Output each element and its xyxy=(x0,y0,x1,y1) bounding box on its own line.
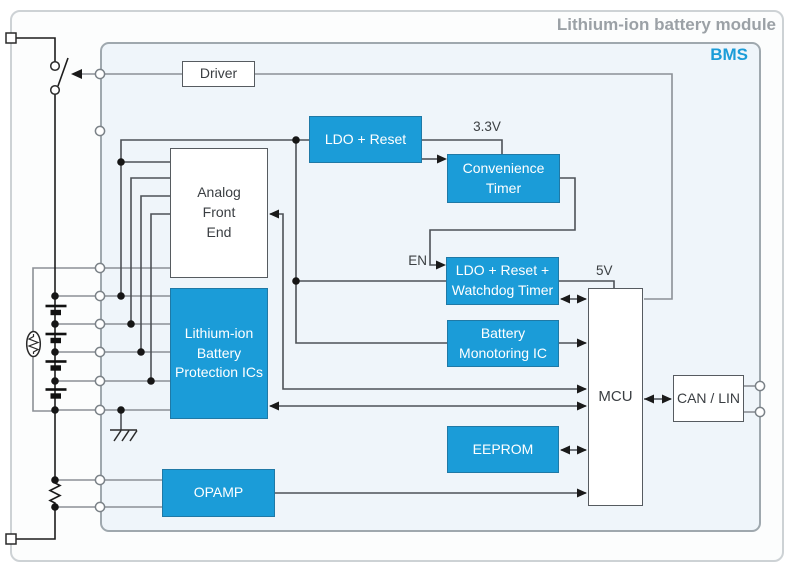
switch-blade xyxy=(57,57,69,87)
arrow-en-into-ldowdt xyxy=(436,260,446,270)
ldo-reset-watchdog-block: LDO + Reset + Watchdog Timer xyxy=(446,257,559,305)
page-title: Lithium-ion battery module xyxy=(556,15,776,34)
can-lin-label: CAN / LIN xyxy=(676,389,740,406)
arrow-battmon-into-mcu xyxy=(577,338,587,348)
wire-en-path xyxy=(429,177,576,266)
arrow-into-eeprom xyxy=(560,445,570,455)
arrowheads xyxy=(71,69,672,498)
net-label-3v3: 3.3V xyxy=(473,119,501,134)
cell-1-short-plate xyxy=(50,309,61,316)
arrow-afe-into-mcu xyxy=(577,384,587,394)
port-canlin-1 xyxy=(754,380,766,392)
port-tap-4 xyxy=(94,375,106,387)
bms-ports xyxy=(94,68,766,513)
mcu-block: MCU xyxy=(588,288,643,506)
analog-front-end-block: Analog Front End xyxy=(170,148,268,278)
port-tap-3 xyxy=(94,346,106,358)
port-tap-1 xyxy=(94,290,106,302)
wire-5v-to-mcu xyxy=(559,280,615,288)
bms-label: BMS xyxy=(710,45,748,64)
wire-afe-sense-4 xyxy=(150,213,170,381)
cell-3-long-plate xyxy=(45,360,67,363)
port-tap-2 xyxy=(94,318,106,330)
opamp-block: OPAMP xyxy=(162,469,275,517)
cell-3-short-plate xyxy=(50,365,61,371)
bms-boundary xyxy=(100,42,761,532)
battery-monitoring-ic-block: Battery Monotoring IC xyxy=(447,320,559,367)
net-label-en: EN xyxy=(408,253,427,268)
cell-2-long-plate xyxy=(45,332,67,336)
arrow-into-protection xyxy=(269,401,279,411)
eeprom-block: EEPROM xyxy=(447,426,559,473)
protection-ics-label: Lithium-ion Battery Protection ICs xyxy=(175,324,263,381)
wire-thermistor-branch xyxy=(32,267,100,412)
driver-block: Driver xyxy=(182,61,255,87)
ldo-reset-watchdog-label: LDO + Reset + Watchdog Timer xyxy=(451,262,554,298)
net-label-5v: 5V xyxy=(596,263,613,278)
battery-string xyxy=(16,37,69,540)
arrow-ldowdt-into-mcu xyxy=(577,294,587,304)
wire-afe-sense-3 xyxy=(140,195,170,352)
wire-pack-to-ldo xyxy=(120,139,309,296)
shunt-resistor-icon xyxy=(48,480,62,507)
arrow-mcu-into-canlin xyxy=(662,394,672,404)
thermistor-icon xyxy=(25,330,42,358)
switch-icon xyxy=(49,60,61,96)
wire-pos-terminal xyxy=(16,37,56,62)
wire-neg-terminal xyxy=(16,507,56,540)
convenience-timer-label: Convenience Timer xyxy=(462,159,545,196)
protection-ics-block: Lithium-ion Battery Protection ICs xyxy=(170,288,268,419)
junction-dots xyxy=(51,136,300,511)
afe-label: Analog Front End xyxy=(197,184,241,240)
wire-vbat-rail xyxy=(295,140,447,344)
can-lin-block: CAN / LIN xyxy=(673,375,744,422)
cell-1-long-plate xyxy=(45,304,67,308)
port-thermistor xyxy=(94,262,106,274)
eeprom-label: EEPROM xyxy=(472,440,534,457)
battery-cells-icon xyxy=(45,304,67,399)
cell-2-short-plate xyxy=(50,337,61,344)
cell-4-long-plate xyxy=(45,388,67,391)
driver-label: Driver xyxy=(199,65,238,82)
port-spare xyxy=(94,125,106,137)
port-driver xyxy=(94,68,106,80)
port-shunt-top xyxy=(94,474,106,486)
cell-4-short-plate xyxy=(50,393,61,399)
arrow-opamp-into-mcu xyxy=(577,488,587,498)
negative-terminal-icon xyxy=(5,533,17,545)
convenience-timer-block: Convenience Timer xyxy=(447,154,560,203)
arrow-into-afe xyxy=(269,209,279,219)
wire-afe-sense-2 xyxy=(130,177,170,324)
port-shunt-bottom xyxy=(94,501,106,513)
arrow-eeprom-into-mcu xyxy=(577,445,587,455)
arrow-into-ldowdt xyxy=(560,294,570,304)
ldo-reset-block: LDO + Reset xyxy=(309,116,422,163)
arrow-canlin-into-mcu xyxy=(644,394,654,404)
positive-terminal-icon xyxy=(5,32,17,44)
battery-monitoring-ic-label: Battery Monotoring IC xyxy=(459,324,547,361)
wire-mcu-to-driver-loop xyxy=(255,73,673,300)
ground-icon xyxy=(110,429,138,442)
arrow-into-conv-timer xyxy=(437,154,447,164)
opamp-label: OPAMP xyxy=(193,484,244,501)
port-tap-5 xyxy=(94,404,106,416)
ldo-reset-label: LDO + Reset xyxy=(324,130,407,147)
arrow-to-switch xyxy=(71,69,82,79)
port-canlin-2 xyxy=(754,406,766,418)
mcu-label: MCU xyxy=(598,388,633,406)
wire-ldo-3v3-out xyxy=(422,139,503,154)
arrow-protection-into-mcu xyxy=(577,401,587,411)
